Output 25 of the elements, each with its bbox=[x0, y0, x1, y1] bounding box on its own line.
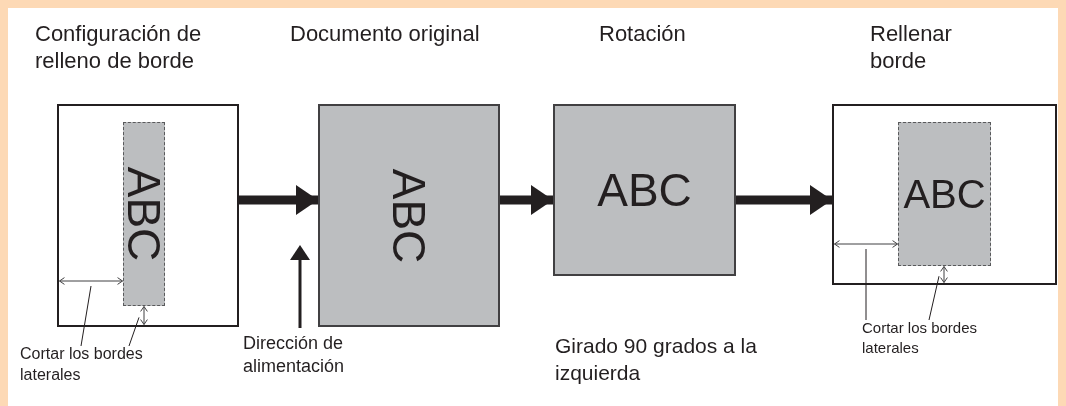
leader-line bbox=[928, 275, 940, 321]
flow-arrow bbox=[500, 185, 553, 215]
sample-text: ABC bbox=[386, 168, 432, 263]
step-heading: Rellenar borde bbox=[870, 20, 953, 74]
leader-line bbox=[80, 285, 92, 347]
step-heading: Documento original bbox=[290, 20, 481, 47]
dimension-line bbox=[59, 276, 123, 286]
direction-label: Dirección de alimentación bbox=[243, 332, 346, 377]
note-text: Cortar los bordes laterales bbox=[20, 344, 200, 386]
cropped-area bbox=[898, 122, 991, 266]
leader-line bbox=[128, 316, 140, 347]
dimension-line bbox=[139, 306, 149, 325]
step-heading: Configuración de relleno de borde bbox=[35, 20, 203, 74]
step-caption: Girado 90 grados a la izquierda bbox=[555, 333, 758, 386]
flow-arrow bbox=[239, 185, 318, 215]
cropped-area bbox=[123, 122, 165, 306]
dimension-line bbox=[939, 266, 949, 283]
sample-text: ABC bbox=[903, 174, 986, 214]
step-heading: Rotación bbox=[599, 20, 687, 47]
flow-arrow bbox=[736, 185, 832, 215]
dimension-line bbox=[834, 239, 898, 249]
leader-line bbox=[865, 248, 867, 321]
sample-text: ABC bbox=[597, 167, 692, 213]
note-text: Cortar los bordes laterales bbox=[862, 318, 1032, 357]
sample-text: ABC bbox=[121, 166, 167, 262]
